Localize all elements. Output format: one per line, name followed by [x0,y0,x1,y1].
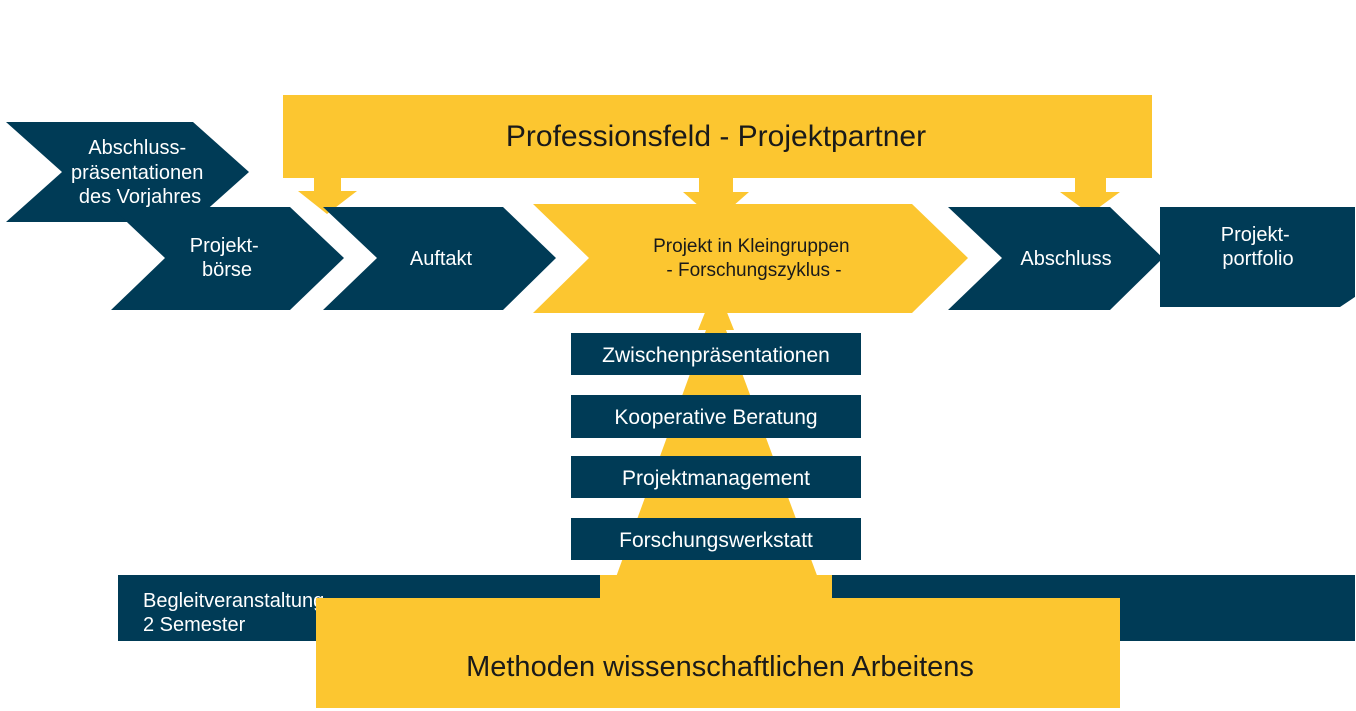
methods-banner-neck [672,598,760,628]
step-abschluss-label: Abschluss [1020,248,1111,270]
module-kooperative-beratung [571,395,861,438]
methods-banner-label: Methoden wissenschaftlichen Arbeitens [466,651,974,683]
step-projekt-kleingruppen [533,204,968,313]
step-projekt-kleingruppen-label: Projekt in Kleingruppen - Forschungszykl… [653,236,855,281]
partner-banner-label: Professionsfeld - Projektpartner [506,120,926,153]
step-abschluss [948,207,1163,310]
partner-arrow-projekt [683,176,749,221]
partner-arrow-auftakt [298,176,357,214]
module-projektmanagement-label: Projektmanagement [622,467,810,490]
module-zwischenpraesentationen [571,333,861,375]
module-forschungswerkstatt-label: Forschungswerkstatt [619,529,813,552]
step-projektportfolio [1160,207,1355,307]
step-projektboerse-label: Projekt- börse [190,235,264,281]
module-projektmanagement [571,456,861,498]
module-forschungswerkstatt [571,518,861,560]
module-zwischenpraesentationen-label: Zwischenpräsentationen [602,344,830,367]
step-auftakt [323,207,556,310]
companion-course-label: Begleitveranstaltung 2 Semester [143,590,330,636]
module-kooperative-beratung-label: Kooperative Beratung [614,406,817,429]
portfolio-page-fold [1336,297,1355,311]
partner-banner [283,95,1152,178]
step-projektportfolio-label: Projekt- portfolio [1221,224,1295,270]
step-projektboerse [111,207,344,310]
step-auftakt-label: Auftakt [410,248,473,270]
prior-presentations-label: Abschluss- präsentationen des Vorjahres [71,137,209,208]
partner-arrow-abschluss [1060,176,1120,214]
prior-presentations-chevron [6,122,249,222]
